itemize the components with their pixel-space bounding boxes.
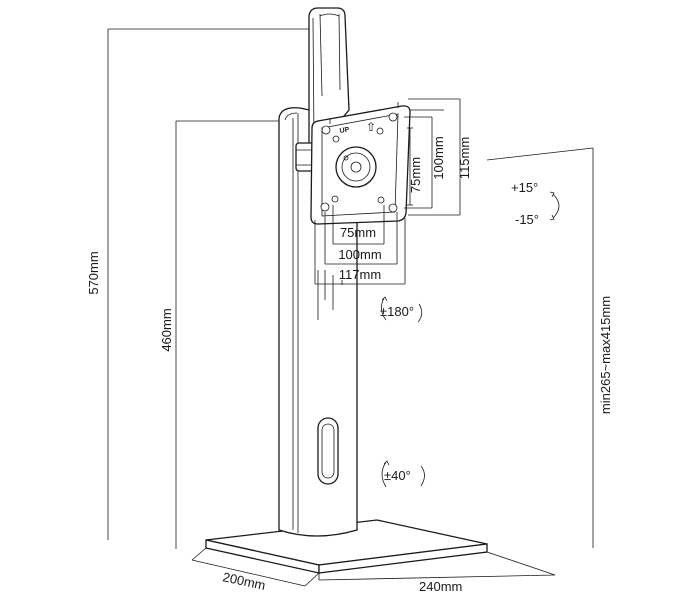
height-range-label: min265~max415mm: [598, 296, 613, 414]
vesa-v-100-label: 100mm: [431, 136, 446, 179]
vesa-h-117-label: 117mm: [339, 267, 381, 282]
vesa-horizontal-dimensions: 75mm 100mm 117mm: [314, 205, 406, 285]
vesa-v-75-label: 75mm: [408, 157, 423, 193]
vesa-h-75-label: 75mm: [340, 225, 376, 240]
pole-height-label: 460mm: [159, 308, 174, 351]
vesa-hole-bottom-right: [388, 203, 398, 213]
total-height-label: 570mm: [86, 251, 101, 294]
pivot-label: ±40°: [384, 468, 411, 483]
vesa-h-100-label: 100mm: [338, 247, 381, 262]
base-depth-label: 200mm: [221, 569, 267, 593]
swivel-label: ±180°: [380, 304, 414, 319]
swivel-indicator: ±180°: [380, 296, 423, 323]
up-arrow-icon: ⇧: [366, 120, 376, 134]
tilt-down-label: -15°: [515, 212, 539, 227]
vesa-vertical-dimensions: 75mm 100mm 115mm: [404, 98, 472, 216]
vesa-v-115-label: 115mm: [457, 137, 472, 179]
vesa-hole-top-left: [321, 125, 331, 135]
reference-wall-right: [486, 147, 594, 548]
base-plate: [205, 519, 488, 574]
reference-wall-back: [107, 28, 320, 540]
vesa-hole-top-right: [388, 112, 398, 122]
base-width-label: 240mm: [419, 579, 462, 594]
pivot-indicator: ±40°: [381, 460, 425, 488]
stand-arm: [308, 7, 350, 153]
vesa-hole-bottom-left: [320, 202, 330, 212]
tilt-indicator: +15° -15°: [511, 180, 560, 227]
up-label: UP: [339, 126, 350, 135]
tilt-up-label: +15°: [511, 180, 538, 195]
vesa-plate: UP ⇧: [310, 102, 411, 225]
